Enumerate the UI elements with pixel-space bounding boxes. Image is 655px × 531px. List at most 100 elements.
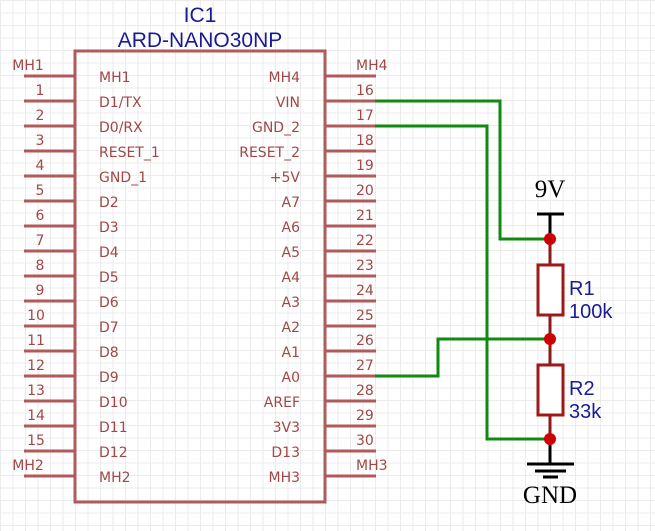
power-9v-label: 9V: [535, 176, 566, 203]
pin-number: 6: [36, 208, 45, 224]
pin-number: 26: [356, 333, 374, 349]
junction-gnd[interactable]: [544, 433, 556, 445]
pin-number: 27: [356, 358, 374, 374]
pin-number: MH3: [356, 458, 388, 474]
pin-name: A2: [282, 320, 300, 336]
pin-name: D9: [99, 370, 119, 386]
r1-designator: R1: [569, 278, 595, 300]
pin-number: 20: [356, 183, 374, 199]
pin-name: GND_2: [252, 120, 300, 136]
junction-9v[interactable]: [544, 233, 556, 245]
pin-name: D0/RX: [99, 120, 143, 136]
pin-name: D10: [99, 395, 128, 411]
pin-name: D5: [99, 270, 119, 286]
pin-number: 19: [356, 158, 374, 174]
ic-pin-left[interactable]: 2D0/RX: [24, 108, 143, 136]
pin-number: 1: [36, 83, 45, 99]
wire-vin-to-9v[interactable]: [375, 99, 550, 241]
power-9v-symbol[interactable]: 9V: [535, 176, 566, 239]
pin-number: 13: [27, 383, 45, 399]
pin-name: +5V: [270, 170, 301, 186]
pin-number: 28: [356, 383, 374, 399]
ic-pin-left[interactable]: 6D3: [24, 208, 119, 236]
pin-number: 5: [36, 183, 45, 199]
pin-name: D7: [99, 320, 119, 336]
pin-name: D12: [99, 445, 128, 461]
pin-name: D1/TX: [99, 95, 142, 111]
ic-pin-left[interactable]: 5D2: [24, 183, 119, 211]
pin-number: 21: [356, 208, 374, 224]
pin-number: 2: [36, 108, 45, 124]
pin-name: A5: [282, 245, 300, 261]
pin-number: 17: [356, 108, 374, 124]
pin-name: A7: [282, 195, 300, 211]
pin-number: 7: [36, 233, 45, 249]
pin-number: MH1: [12, 58, 44, 74]
r2-value: 33k: [569, 401, 602, 423]
pin-name: A3: [282, 295, 300, 311]
pin-name: MH3: [268, 470, 300, 486]
resistor-r2[interactable]: R2 33k: [536, 339, 602, 439]
pin-number: 23: [356, 258, 374, 274]
pin-number: 4: [36, 158, 45, 174]
ic-pin-left[interactable]: 1D1/TX: [24, 83, 142, 111]
pin-name: D13: [271, 445, 300, 461]
ic-pin-left[interactable]: 8D5: [24, 258, 119, 286]
r1-body: [536, 263, 565, 317]
pin-name: 3V3: [273, 420, 300, 436]
ground-symbol[interactable]: GND: [523, 439, 577, 509]
pin-number: 24: [356, 283, 374, 299]
pin-number: 12: [27, 358, 45, 374]
pin-name: A6: [282, 220, 301, 236]
ground-label: GND: [523, 482, 577, 509]
pin-name: D6: [99, 295, 119, 311]
ic-pin-left[interactable]: 9D6: [24, 283, 119, 311]
pin-name: D2: [99, 195, 119, 211]
junction-divider[interactable]: [544, 333, 556, 345]
wire-a0-to-divider[interactable]: [375, 337, 550, 378]
pin-number: 11: [27, 333, 45, 349]
pin-name: MH4: [268, 70, 300, 86]
ic-pin-left[interactable]: 7D4: [24, 233, 119, 261]
ic-right-pins: MH4MH416VIN17GND_218RESET_219+5V20A721A6…: [239, 58, 387, 486]
r2-body: [536, 363, 565, 417]
ic-part-number: ARD-NANO30NP: [118, 29, 283, 52]
pin-name: A1: [282, 345, 300, 361]
pin-name: RESET_2: [239, 145, 300, 161]
pin-number: MH2: [12, 458, 44, 474]
pin-name: D3: [99, 220, 119, 236]
pin-number: 18: [356, 133, 374, 149]
wire-gnd2-to-gnd[interactable]: [375, 124, 550, 441]
pin-number: 8: [36, 258, 45, 274]
pin-name: AREF: [264, 395, 300, 411]
ic-pin-right[interactable]: 19 +5V: [270, 158, 376, 186]
pin-name: D4: [99, 245, 119, 261]
